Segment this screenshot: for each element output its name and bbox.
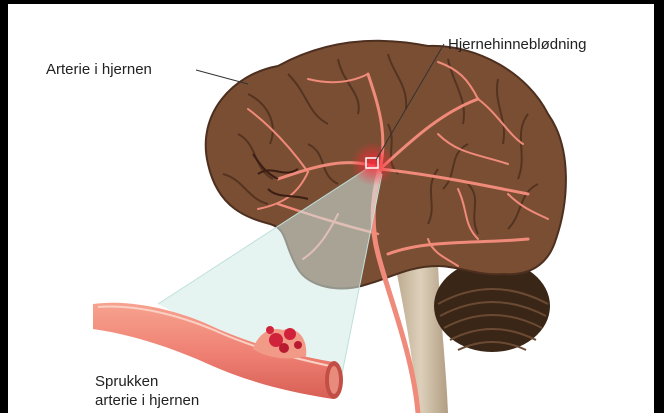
ruptured-label-line-2: arterie i hjernen	[95, 391, 199, 410]
hemorrhage-label: Hjernehinneblødning	[448, 35, 586, 54]
illustration-panel: Arterie i hjernen Hjernehinneblødning Sp…	[8, 4, 654, 413]
ruptured-artery-label: Sprukken arterie i hjernen	[95, 372, 199, 410]
ruptured-label-line-1: Sprukken	[95, 372, 199, 391]
artery-label: Arterie i hjernen	[46, 60, 152, 79]
hemorrhage-spot	[351, 142, 395, 186]
artery-leader-line	[196, 70, 248, 84]
